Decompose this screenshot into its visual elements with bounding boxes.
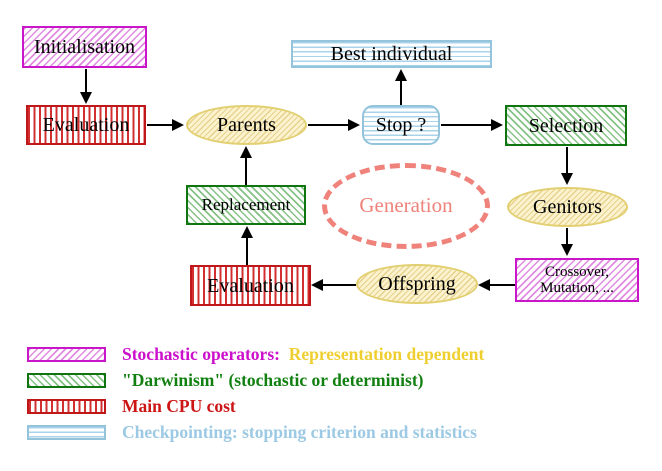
node-replacement: Replacement bbox=[186, 185, 306, 225]
crossover-label-line1: Crossover, bbox=[545, 263, 609, 280]
legend-swatch-cyan-stripes bbox=[27, 424, 106, 440]
crossover-label-line2: Mutation, ... bbox=[540, 280, 614, 296]
node-genitors: Genitors bbox=[507, 187, 628, 227]
node-selection: Selection bbox=[505, 105, 627, 146]
node-stop: Stop ? bbox=[362, 105, 440, 145]
legend-swatch-green-hatch bbox=[27, 372, 106, 388]
legend-label-stochastic-operators: Stochastic operators: bbox=[122, 343, 280, 364]
node-generation-loop: Generation bbox=[322, 163, 490, 249]
legend-item-checkpointing: Checkpointing: stopping criterion and st… bbox=[27, 421, 477, 442]
node-best-individual: Best individual bbox=[291, 40, 492, 68]
legend-item-main-cpu-cost: Main CPU cost bbox=[27, 395, 236, 416]
node-evaluation-bottom: Evaluation bbox=[190, 265, 311, 306]
legend-label-main-cpu-cost: Main CPU cost bbox=[122, 395, 236, 416]
legend-item-stochastic-operators: Stochastic operators: Representation dep… bbox=[27, 343, 485, 364]
legend-item-darwinism: "Darwinism" (stochastic or determinist) bbox=[27, 369, 424, 390]
node-parents: Parents bbox=[186, 105, 307, 145]
node-crossover-mutation: Crossover, Mutation, ... bbox=[515, 258, 639, 302]
legend-label-representation-dependent: Representation dependent bbox=[279, 343, 485, 364]
legend-label-darwinism: "Darwinism" (stochastic or determinist) bbox=[122, 369, 424, 390]
legend-label-checkpointing: Checkpointing: stopping criterion and st… bbox=[122, 421, 477, 442]
legend-swatch-magenta-hatch bbox=[27, 346, 106, 362]
node-evaluation-top: Evaluation bbox=[26, 105, 146, 145]
legend-swatch-red-stripes bbox=[27, 398, 106, 414]
node-offspring: Offspring bbox=[356, 264, 478, 304]
node-initialisation: Initialisation bbox=[22, 26, 147, 68]
